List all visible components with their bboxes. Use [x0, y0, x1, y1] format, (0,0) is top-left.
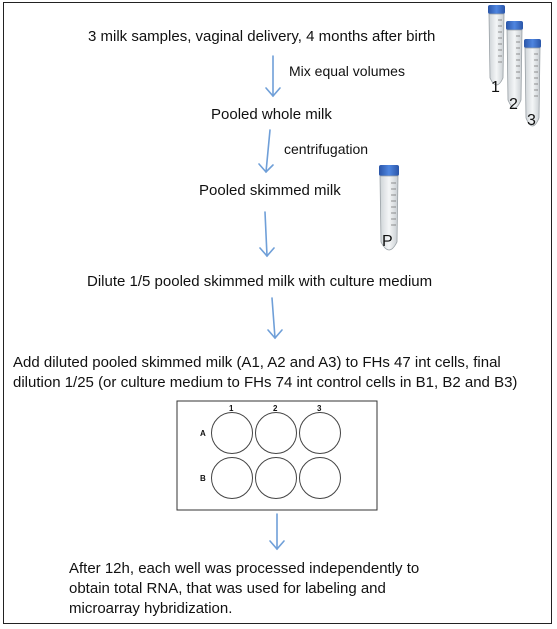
step-add-line1: Add diluted pooled skimmed milk (A1, A2 … [13, 354, 501, 371]
well-A2 [255, 412, 297, 454]
annotation-mix: Mix equal volumes [289, 63, 405, 79]
step-process-line1: After 12h, each well was processed indep… [69, 560, 420, 577]
step-samples: 3 milk samples, vaginal delivery, 4 mont… [88, 28, 436, 45]
well-B3 [299, 457, 341, 499]
arrow-mix [265, 55, 281, 98]
tube-2-icon [506, 21, 523, 109]
well-B2 [255, 457, 297, 499]
tube-2-label: 2 [509, 96, 518, 113]
plate-row-B: B [200, 474, 206, 483]
step-add-line2: dilution 1/25 (or culture medium to FHs … [13, 374, 518, 391]
arrow-process [269, 513, 285, 551]
tube-pooled-label: P [382, 233, 393, 250]
diagram-frame [3, 2, 552, 624]
tube-3-label: 3 [527, 112, 536, 129]
step-process-line2: obtain total RNA, that was used for labe… [69, 580, 386, 597]
well-A3 [299, 412, 341, 454]
step-dilute: Dilute 1/5 pooled skimmed milk with cult… [87, 273, 433, 290]
plate-col-2: 2 [273, 404, 278, 413]
plate-col-1: 1 [229, 404, 234, 413]
annotation-centrifugation: centrifugation [284, 141, 369, 157]
well-B1 [211, 457, 253, 499]
arrow-add [267, 297, 283, 340]
plate-row-A: A [200, 429, 206, 438]
tube-3-icon [524, 39, 541, 127]
tube-1-label: 1 [491, 79, 500, 96]
well-A1 [211, 412, 253, 454]
well-plate [176, 400, 378, 511]
step-pooled-whole: Pooled whole milk [211, 106, 332, 123]
plate-col-3: 3 [317, 404, 322, 413]
step-pooled-skimmed: Pooled skimmed milk [199, 182, 341, 199]
arrow-centrifugation [258, 129, 274, 174]
step-process-line3: microarray hybridization. [69, 600, 233, 617]
arrow-dilute [259, 211, 275, 258]
tube-1-icon [488, 5, 505, 86]
tube-pooled-icon [379, 165, 399, 251]
